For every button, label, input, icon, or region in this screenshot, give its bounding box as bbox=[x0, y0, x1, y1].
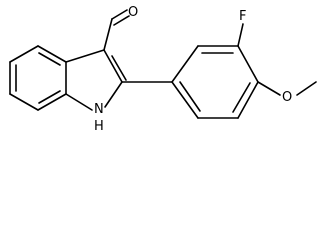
bond bbox=[111, 9, 128, 20]
bond bbox=[9, 45, 39, 63]
bond bbox=[37, 45, 67, 63]
bond bbox=[296, 81, 317, 96]
bond bbox=[65, 93, 93, 111]
aldehyde-group bbox=[103, 9, 130, 51]
phenyl-ring bbox=[171, 45, 259, 119]
bond bbox=[37, 93, 67, 111]
bond bbox=[9, 93, 39, 111]
molecule-structure: O F O N H bbox=[9, 5, 317, 134]
indole-benzene-ring bbox=[9, 45, 67, 111]
double-bond-inner bbox=[179, 81, 201, 112]
double-bond-inner bbox=[111, 55, 127, 81]
double-bond-inner bbox=[113, 15, 130, 26]
atom-label-oxygen-aldehyde: O bbox=[128, 5, 138, 20]
bond bbox=[237, 81, 259, 119]
double-bond-inner bbox=[38, 90, 61, 104]
bond bbox=[171, 81, 199, 119]
bond bbox=[171, 45, 199, 83]
bond bbox=[257, 81, 281, 96]
bond bbox=[103, 18, 113, 51]
bond bbox=[103, 49, 123, 83]
bond bbox=[104, 81, 123, 108]
structure-canvas: O F O N H bbox=[9, 5, 317, 134]
atom-label-oxygen-methoxy: O bbox=[282, 90, 292, 105]
atom-label-nitrogen-hydrogen: H bbox=[94, 119, 104, 134]
atom-label-fluorine: F bbox=[239, 9, 246, 24]
double-bond-inner bbox=[38, 52, 61, 66]
methoxy-group bbox=[257, 81, 317, 96]
double-bond-inner bbox=[232, 82, 251, 113]
bond bbox=[237, 45, 259, 83]
atom-label-nitrogen: N bbox=[94, 102, 104, 117]
indole-pyrrole-ring bbox=[65, 49, 127, 111]
bond bbox=[65, 49, 105, 63]
fluoro-bond bbox=[237, 23, 244, 47]
